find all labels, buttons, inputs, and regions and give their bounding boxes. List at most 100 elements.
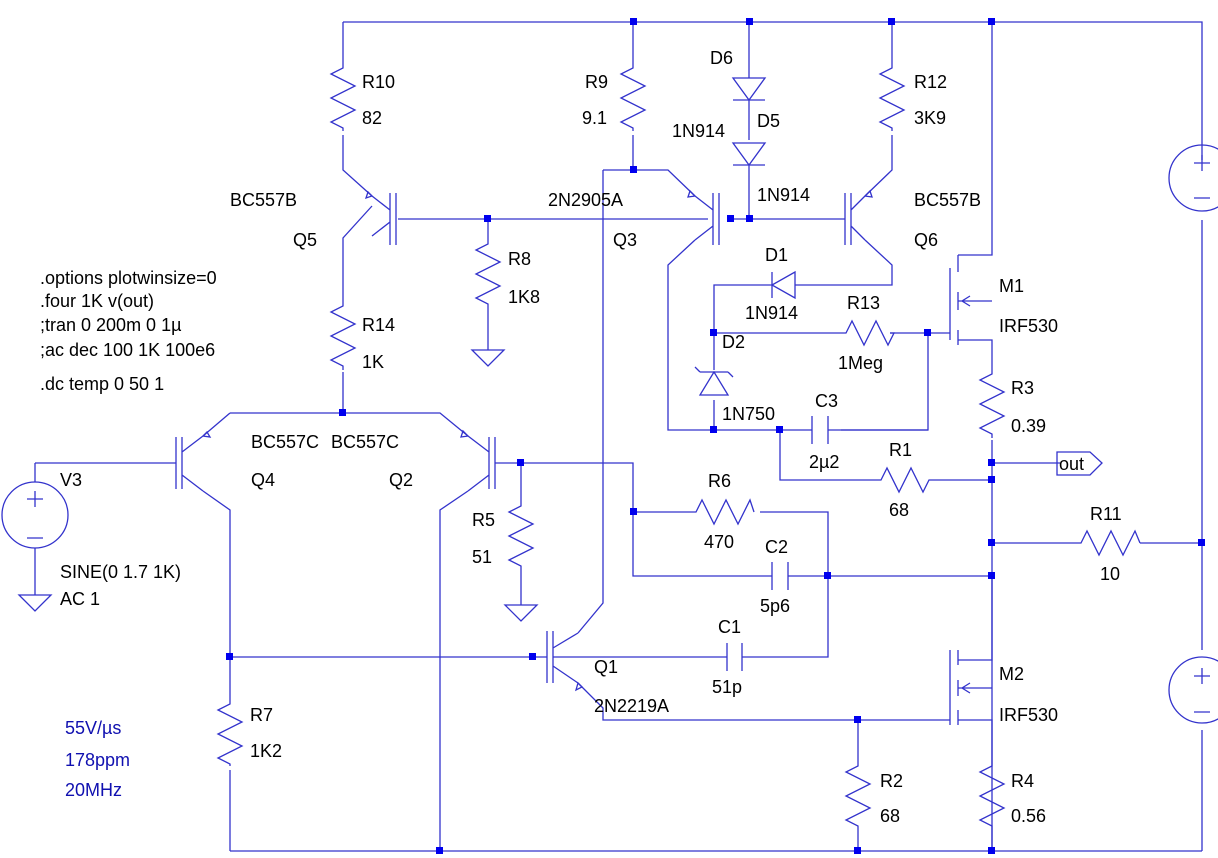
label-R8-value: 1K8 — [508, 287, 540, 307]
label-V3-name: V3 — [60, 470, 82, 490]
ground-symbol — [470, 349, 506, 367]
diode-D1 — [770, 270, 796, 300]
ground-symbol — [17, 594, 53, 612]
junction-dot — [226, 653, 233, 660]
junction-dot — [630, 166, 637, 173]
label-M2-name: M2 — [999, 664, 1024, 684]
label-C3-name: C3 — [815, 391, 838, 411]
label-Q6-name: Q6 — [914, 230, 938, 250]
junction-dot — [988, 539, 995, 546]
junction-dot — [529, 653, 536, 660]
junction-dot — [1198, 539, 1205, 546]
junction-dot — [517, 459, 524, 466]
junction-dot — [988, 459, 995, 466]
resistor-R6 — [690, 498, 755, 526]
label-Q4-value: BC557C — [251, 432, 319, 452]
label-R1-name: R1 — [889, 440, 912, 460]
label-R2-value: 68 — [880, 806, 900, 826]
label-D1-value: 1N914 — [745, 303, 798, 323]
resistor-R8 — [474, 240, 502, 310]
resistor-R9 — [619, 62, 647, 131]
net-label-out-text: out — [1059, 454, 1084, 474]
label-Q3-name: Q3 — [613, 230, 637, 250]
label-Q5-name: Q5 — [293, 230, 317, 250]
voltage-source-upper — [1168, 144, 1218, 212]
label-R7-name: R7 — [250, 705, 273, 725]
junction-dot — [710, 329, 717, 336]
junction-dot — [988, 18, 995, 25]
label-Q1-value: 2N2219A — [594, 696, 669, 716]
label-R3-name: R3 — [1011, 378, 1034, 398]
label-R2-name: R2 — [880, 771, 903, 791]
junction-dot — [776, 426, 783, 433]
label-C1-name: C1 — [718, 617, 741, 637]
resistor-R14 — [329, 300, 357, 370]
resistor-R10 — [329, 62, 357, 131]
transistor-Q1 — [546, 631, 584, 692]
mosfet-M2 — [949, 650, 992, 725]
label-R11-name: R11 — [1090, 504, 1122, 524]
directive-line: .dc temp 0 50 1 — [40, 374, 164, 394]
directive-line: ;ac dec 100 1K 100e6 — [40, 340, 215, 360]
junction-dot — [746, 18, 753, 25]
spec-distortion: 178ppm — [65, 750, 130, 770]
diodes — [694, 77, 796, 396]
label-M1-value: IRF530 — [999, 316, 1058, 336]
junction-dot — [630, 508, 637, 515]
label-R14-name: R14 — [362, 315, 395, 335]
label-C1-value: 51p — [712, 677, 742, 697]
spec-annotations: 55V/µs 178ppm 20MHz — [65, 718, 130, 800]
grounds — [17, 349, 539, 622]
label-M2-value: IRF530 — [999, 705, 1058, 725]
label-D1-name: D1 — [765, 245, 788, 265]
label-D6-value: 1N914 — [672, 121, 725, 141]
resistor-R13 — [840, 319, 896, 347]
label-C2-value: 5p6 — [760, 596, 790, 616]
transistor-Q5 — [364, 190, 397, 245]
sources — [1, 144, 1218, 724]
junction-dot — [436, 847, 443, 854]
label-R7-value: 1K2 — [250, 741, 282, 761]
label-D5-name: D5 — [757, 111, 780, 131]
resistor-R5 — [507, 500, 535, 570]
transistor-Q2 — [460, 429, 496, 492]
label-R14-value: 1K — [362, 352, 384, 372]
label-Q1-name: Q1 — [594, 657, 618, 677]
label-R11-value: 10 — [1100, 564, 1120, 584]
label-D6-name: D6 — [710, 48, 733, 68]
transistor-Q4 — [175, 430, 212, 492]
label-Q3-value: 2N2905A — [548, 190, 623, 210]
transistors — [175, 189, 992, 725]
label-R6-name: R6 — [708, 471, 731, 491]
label-V3-value: SINE(0 1.7 1K) — [60, 562, 181, 582]
junction-dot — [746, 215, 753, 222]
junction-dot — [727, 215, 734, 222]
directive-line: ;tran 0 200m 0 1µ — [40, 315, 181, 335]
label-D2-name: D2 — [722, 332, 745, 352]
label-Q5-value: BC557B — [230, 190, 297, 210]
junction-dot — [854, 847, 861, 854]
label-R9-name: R9 — [585, 72, 608, 92]
label-Q4-name: Q4 — [251, 470, 275, 490]
resistor-R1 — [875, 466, 935, 494]
label-R13-name: R13 — [847, 293, 880, 313]
directive-line: .four 1K v(out) — [40, 291, 154, 311]
spec-slew-rate: 55V/µs — [65, 718, 121, 738]
junction-dot — [988, 572, 995, 579]
label-R4-value: 0.56 — [1011, 806, 1046, 826]
junction-dot — [924, 329, 931, 336]
diode-D6 — [731, 77, 767, 102]
resistor-R3 — [978, 368, 1006, 438]
resistor-R2 — [844, 760, 872, 828]
label-V3-ac: AC 1 — [60, 589, 100, 609]
resistors — [216, 62, 1141, 828]
resistor-R4 — [978, 760, 1006, 828]
junction-dot — [339, 409, 346, 416]
resistor-R12 — [878, 62, 906, 131]
label-R9-value: 9.1 — [582, 108, 607, 128]
junction-dots — [226, 18, 1205, 854]
label-R12-value: 3K9 — [914, 108, 946, 128]
label-R3-value: 0.39 — [1011, 416, 1046, 436]
net-label-out: out — [1056, 451, 1103, 476]
